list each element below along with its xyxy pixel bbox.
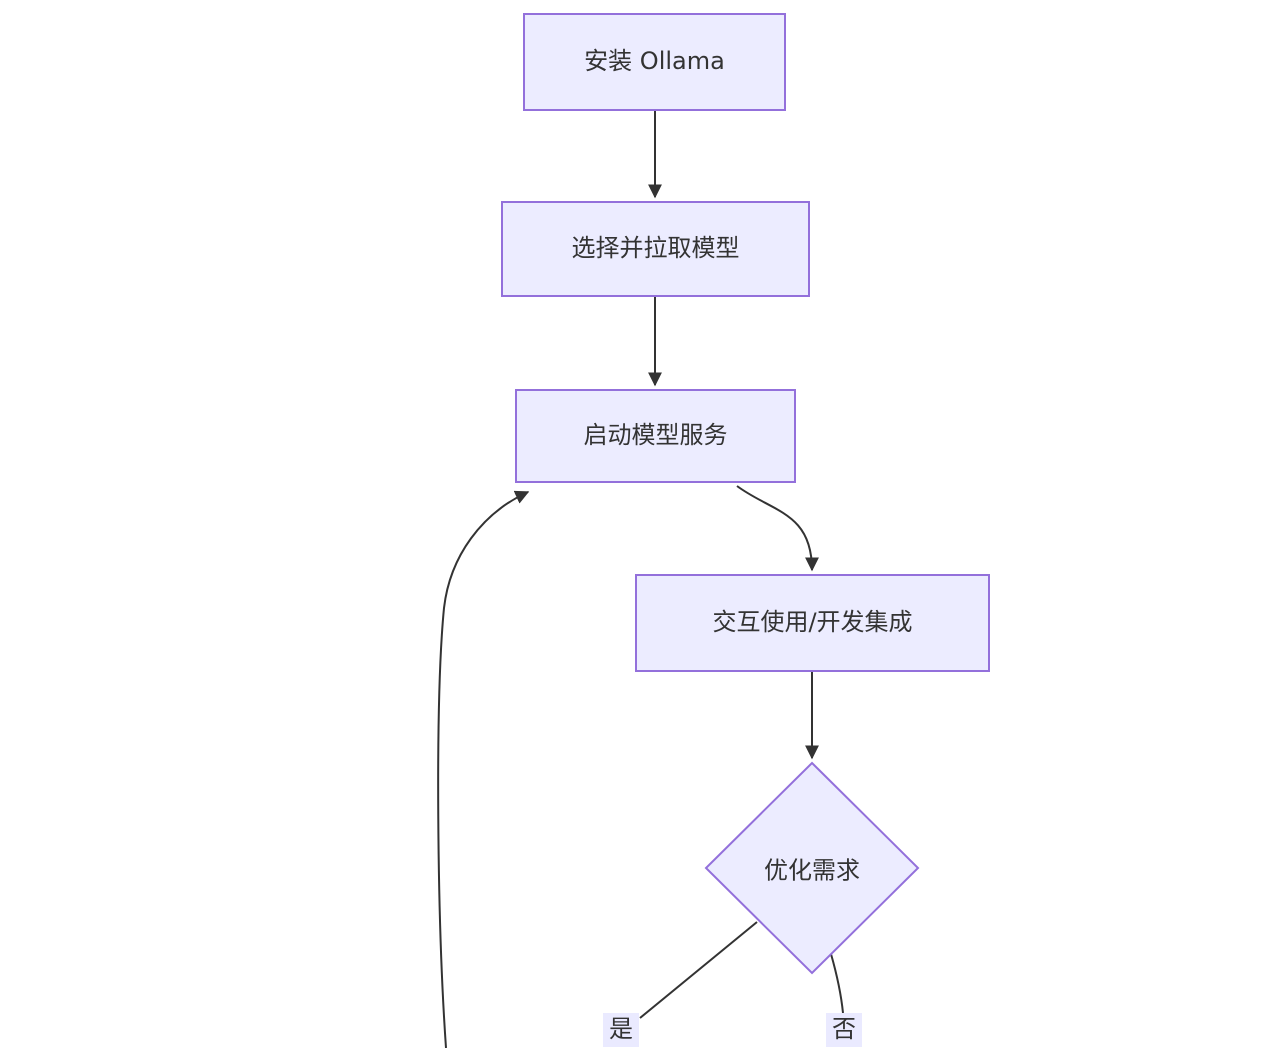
node-start-service: 启动模型服务 [515, 389, 796, 483]
node-use-integrate: 交互使用/开发集成 [635, 574, 990, 672]
edge-loopback-to-serve [437, 490, 530, 1048]
node-install-ollama-label: 安装 Ollama [584, 47, 725, 76]
edge-optimize-yes [639, 921, 758, 1019]
edge-label-no: 否 [826, 1013, 862, 1047]
edge-serve-to-use [736, 485, 819, 572]
node-pull-model: 选择并拉取模型 [501, 201, 810, 297]
node-optimize-diamond-shape [704, 761, 920, 975]
edge-optimize-no [830, 953, 844, 1014]
node-use-integrate-label: 交互使用/开发集成 [712, 608, 913, 637]
node-start-service-label: 启动模型服务 [583, 421, 728, 450]
node-optimize-label: 优化需求 [764, 856, 860, 885]
edge-label-yes: 是 [603, 1013, 639, 1047]
node-pull-model-label: 选择并拉取模型 [571, 234, 740, 263]
node-install-ollama: 安装 Ollama [523, 13, 786, 111]
